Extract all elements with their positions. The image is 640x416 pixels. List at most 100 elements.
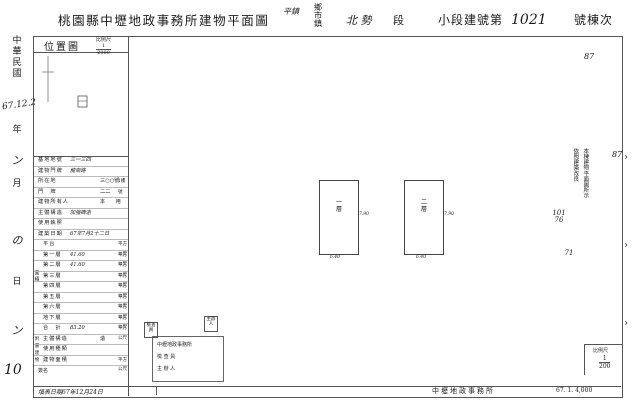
chevron-right-icon: ›	[624, 152, 628, 163]
margin-date-handwritten: 67.12.2	[1, 97, 37, 113]
floor-area-label: 平台	[43, 241, 56, 247]
floor-area-label: 第五層	[43, 293, 62, 300]
stamp-line-3: 主 辦 人	[157, 366, 176, 372]
page-mark: 10	[4, 362, 22, 378]
location-map-header: 位置圖 比例尺 1 2000	[34, 36, 128, 56]
footer-rule	[33, 386, 621, 387]
floor-area-row: 第四層平方公尺	[34, 282, 128, 299]
floor-area-label: 第三層	[43, 272, 62, 279]
footer-office: 中壢地政事務所	[432, 387, 495, 395]
signature-label: 簽名	[38, 368, 49, 374]
info-row: 基地地號三一三四	[34, 156, 128, 167]
info-label: 建築日期	[38, 230, 63, 237]
city-char-2: 市	[314, 11, 322, 20]
chevron-right-icon-2: ›	[624, 240, 628, 251]
info-value: 67年7月2十二日	[70, 230, 110, 237]
plan-scale-den: 200	[599, 362, 611, 370]
annex-row: 建物面積平方公尺	[34, 356, 128, 372]
note-text-d: 71	[564, 249, 574, 257]
second-floor-width: 6.40	[416, 255, 427, 260]
floor-area-row: 地下層平方公尺	[34, 314, 128, 330]
subsection-number: 小段建號第 1021	[438, 11, 555, 28]
note-text-a: 本棟建物平面圖所示	[582, 148, 589, 199]
info-value: 三一三四	[70, 157, 91, 163]
floor-area-tag: 平方公尺	[118, 252, 127, 268]
inspector-stamp: 檢查員	[144, 322, 158, 338]
plan-scale-fraction: 1 200	[599, 355, 611, 370]
info-tag: 1樓	[118, 179, 126, 184]
info-label: 建物所有人	[38, 199, 69, 205]
info-area: 二二	[100, 188, 111, 195]
floor-area-value: 41.60	[70, 262, 85, 268]
section-hand-value: 北 勢	[346, 14, 372, 27]
city-handwritten: 平鎮	[283, 8, 299, 16]
location-sketch-svg	[42, 56, 88, 108]
floor-label-first: 一層	[335, 199, 342, 213]
footer-print-stamp: 67. 1. 4,000	[556, 387, 593, 394]
floor-area-value: 41.60	[70, 251, 85, 258]
floor-area-tag: 平方公尺	[118, 273, 127, 289]
first-floor-depth: 7.90	[359, 212, 370, 217]
floor-area-label: 第二層	[43, 262, 62, 268]
era-char-1: 中	[12, 36, 22, 46]
annex-group-label: 附屬建物	[34, 336, 40, 363]
era-char-4: 國	[12, 69, 22, 79]
annex-group: 附屬建物 主體構造造使用種類建物面積平方公尺	[34, 335, 128, 372]
floor-plan-first-floor: 一層	[319, 180, 359, 255]
floor-area-tag: 平方公尺	[118, 294, 127, 310]
plan-scale-box: 比例尺 1 200	[584, 344, 622, 375]
floor-area-row: 平台平方公尺	[34, 240, 128, 257]
annex-row: 使用種類	[34, 345, 128, 356]
footer-date-box	[34, 386, 157, 395]
info-label: 主體構造	[38, 209, 63, 216]
info-row: 主體構造加強磚造	[34, 209, 128, 219]
note-text-b: 依照建築改良	[572, 148, 579, 182]
location-map-scale: 比例尺 1 2000	[96, 37, 112, 56]
annex-label: 主體構造	[43, 335, 68, 342]
info-area: 三○○號	[100, 178, 120, 184]
margin-day-label: 日	[12, 277, 22, 287]
floor-group-label: 面積	[34, 270, 40, 283]
note-col-3: 101 76	[551, 210, 567, 223]
info-value: 龍南路	[70, 167, 86, 174]
floor-area-tag: 平方公尺	[118, 315, 127, 331]
city-char-3: 鎮	[314, 19, 322, 28]
edge-mark-top: 87	[584, 52, 595, 61]
floor-area-label: 合 計	[43, 325, 62, 331]
note-col-4: 71	[563, 250, 575, 257]
section-field: 北 勢 段	[346, 12, 404, 28]
subsection-label: 小段建號第	[438, 13, 504, 27]
edge-mark-mid: 87	[612, 150, 623, 159]
margin-misc-1: ン	[11, 154, 23, 167]
second-floor-depth: 7.90	[444, 212, 455, 217]
plan-scale-num: 1	[602, 355, 607, 362]
note-col-1: 本棟建物平面圖所示	[581, 148, 589, 201]
document-title: 桃園縣中壢地政事務所建物平面圖	[58, 13, 270, 28]
info-value: 加強磚造	[70, 209, 91, 216]
info-label: 建物門牌	[38, 167, 63, 174]
panel-divider	[128, 36, 129, 396]
floor-area-row: 第六層平方公尺	[34, 303, 128, 320]
approval-stamp-box: 中壢地政事務所 檢 查 員 主 辦 人	[152, 336, 224, 382]
building-number: 1021	[511, 12, 547, 28]
floor-label-second: 二層	[420, 199, 427, 213]
floor-area-tag: 平方公尺	[118, 284, 127, 299]
floor-plan-second-floor: 二層	[404, 180, 444, 255]
note-text-c: 101 76	[552, 209, 566, 224]
floor-area-row: 第三層 平方公尺	[34, 272, 128, 288]
margin-month-label: 月	[12, 179, 22, 189]
location-map-sketch	[34, 52, 128, 157]
floor-area-row: 第五層 平方公尺	[34, 293, 128, 309]
annex-label: 建物面積	[43, 356, 68, 363]
info-row: 門 牌二二號	[34, 188, 128, 198]
annex-label: 使用種類	[43, 346, 68, 352]
margin-misc-2: の	[11, 234, 23, 247]
note-col-2: 依照建築改良	[571, 148, 579, 184]
city-hand-value: 平鎮	[283, 7, 299, 16]
